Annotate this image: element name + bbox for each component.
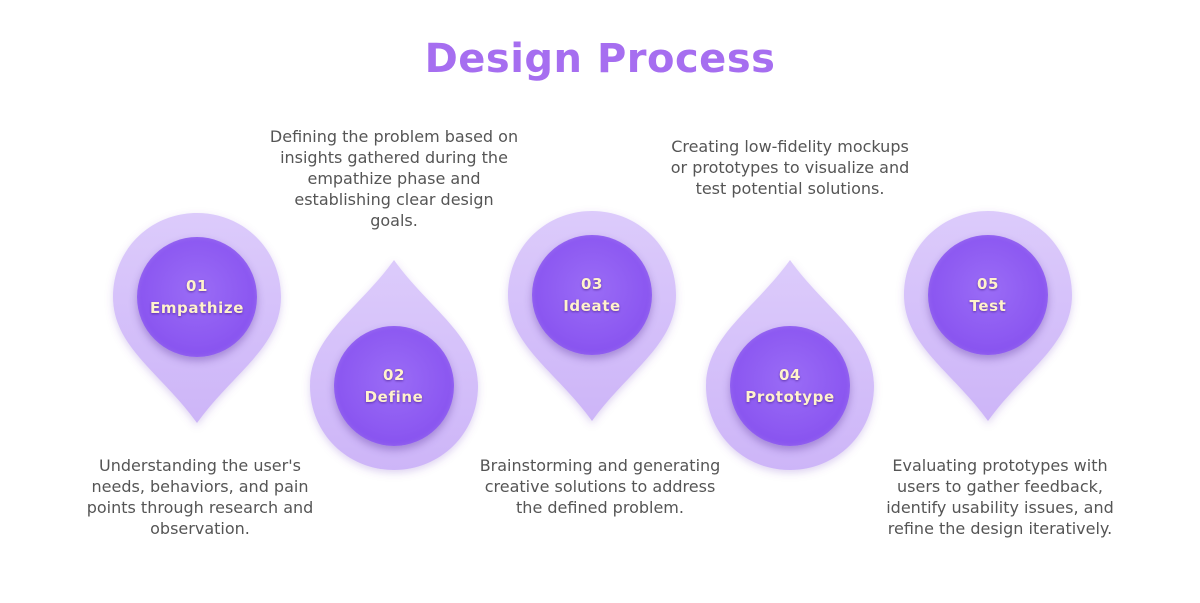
step-description-test: Evaluating prototypes with users to gath… bbox=[886, 456, 1114, 538]
step-empathize-marker: 01 Empathize bbox=[113, 213, 281, 423]
step-label: Prototype bbox=[745, 388, 835, 406]
step-prototype-marker: 04 Prototype bbox=[706, 260, 874, 470]
step-label: Empathize bbox=[149, 299, 245, 317]
page-title: Design Process bbox=[424, 36, 776, 82]
step-circle: 01 Empathize bbox=[137, 237, 257, 357]
step-circle: 02 Define bbox=[334, 326, 454, 446]
step-number: 02 bbox=[382, 366, 406, 384]
step-description-empathize: Understanding the user's needs, behavior… bbox=[86, 456, 314, 538]
step-number: 03 bbox=[580, 275, 604, 293]
step-description-ideate: Brainstorming and generating creative so… bbox=[479, 456, 721, 517]
step-circle: 05 Test bbox=[928, 235, 1048, 355]
step-ideate-marker: 03 Ideate bbox=[508, 211, 676, 421]
step-number: 05 bbox=[976, 275, 1000, 293]
step-number: 01 bbox=[185, 277, 209, 295]
step-label: Test bbox=[969, 297, 1007, 315]
step-description-define: Defining the problem based on insights g… bbox=[269, 127, 519, 230]
step-define-marker: 02 Define bbox=[310, 260, 478, 470]
step-number: 04 bbox=[778, 366, 802, 384]
step-label: Ideate bbox=[563, 297, 621, 315]
step-test-marker: 05 Test bbox=[904, 211, 1072, 421]
step-label: Define bbox=[364, 388, 424, 406]
step-circle: 04 Prototype bbox=[730, 326, 850, 446]
step-description-prototype: Creating low-fidelity mockups or prototy… bbox=[670, 137, 910, 198]
step-circle: 03 Ideate bbox=[532, 235, 652, 355]
